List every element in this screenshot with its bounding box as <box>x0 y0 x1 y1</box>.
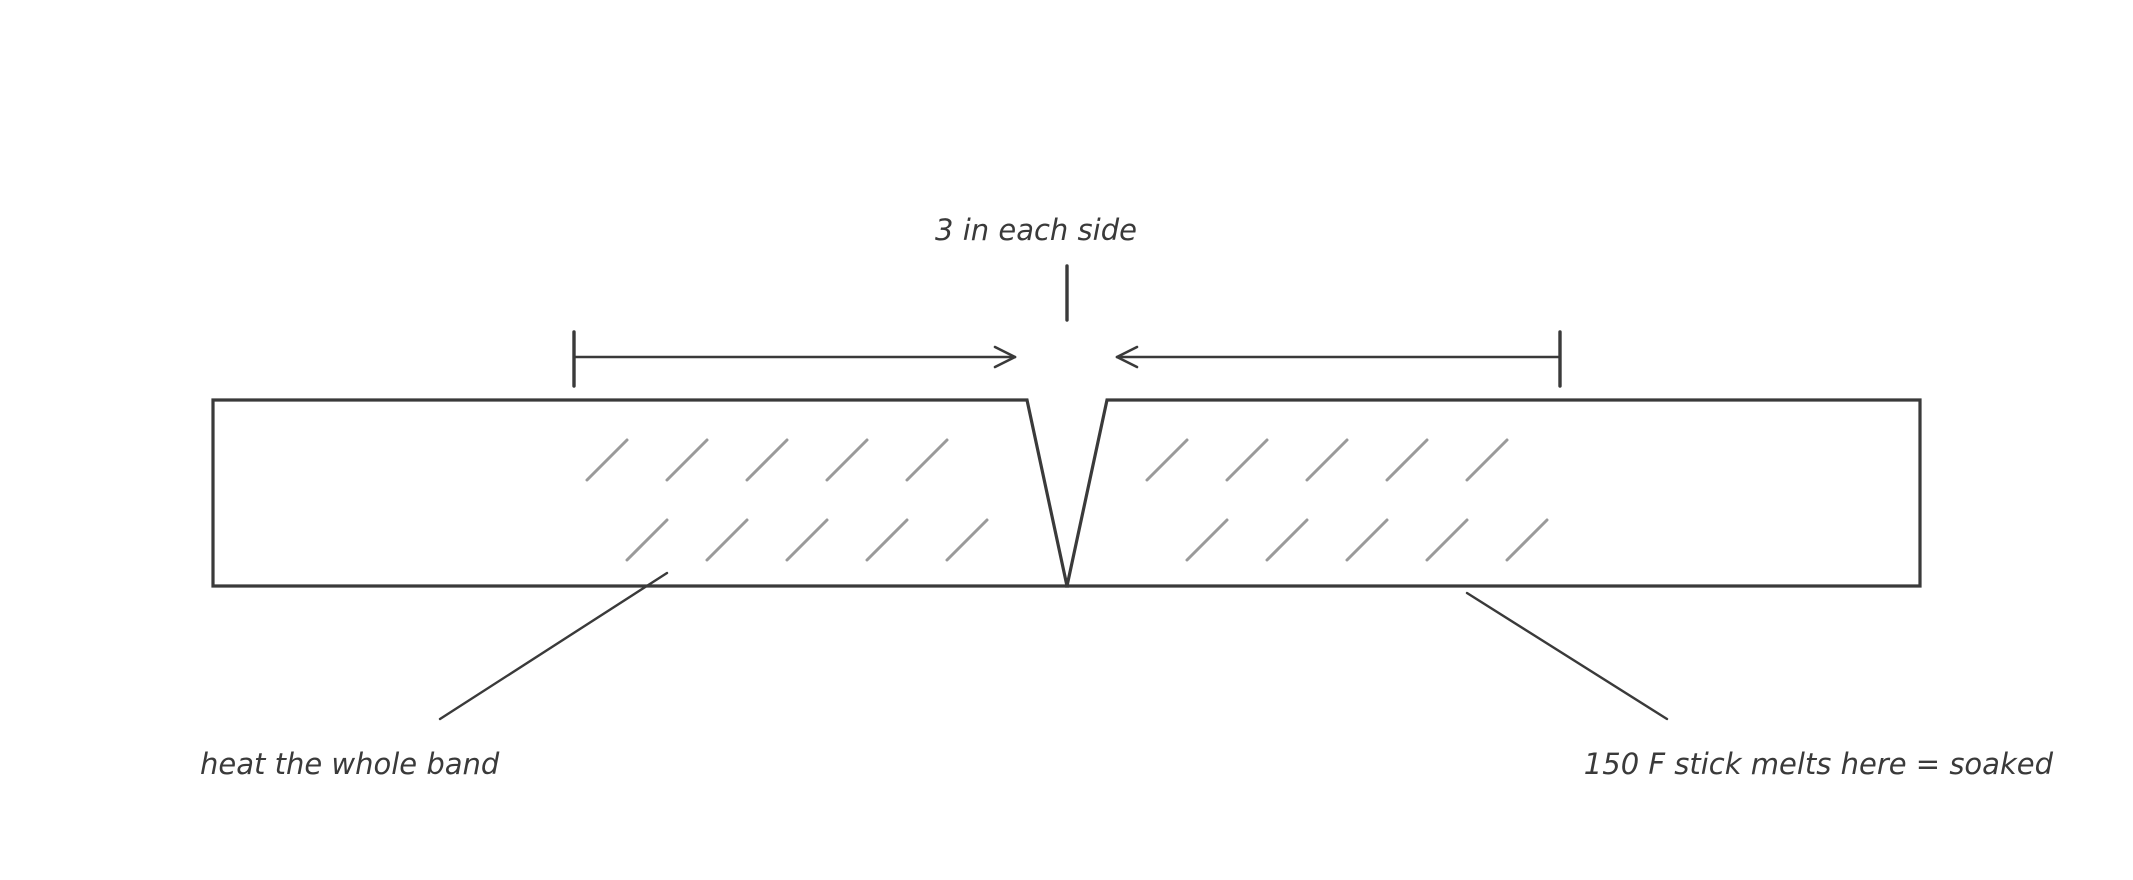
right-callout-label: 150 F stick melts here = soaked <box>1584 747 2054 781</box>
left-callout-label: heat the whole band <box>200 747 500 781</box>
left-heat-band-hatching <box>585 438 989 562</box>
left-leader-line <box>438 571 669 721</box>
left-dimension-arrow <box>572 330 1017 388</box>
left-plate <box>211 398 1069 588</box>
right-heat-band-hatching <box>1145 438 1549 562</box>
right-leader-line <box>1465 591 1669 721</box>
right-plate <box>1065 398 1922 588</box>
right-dimension-arrow <box>1115 330 1562 388</box>
top-label: 3 in each side <box>935 213 1137 247</box>
